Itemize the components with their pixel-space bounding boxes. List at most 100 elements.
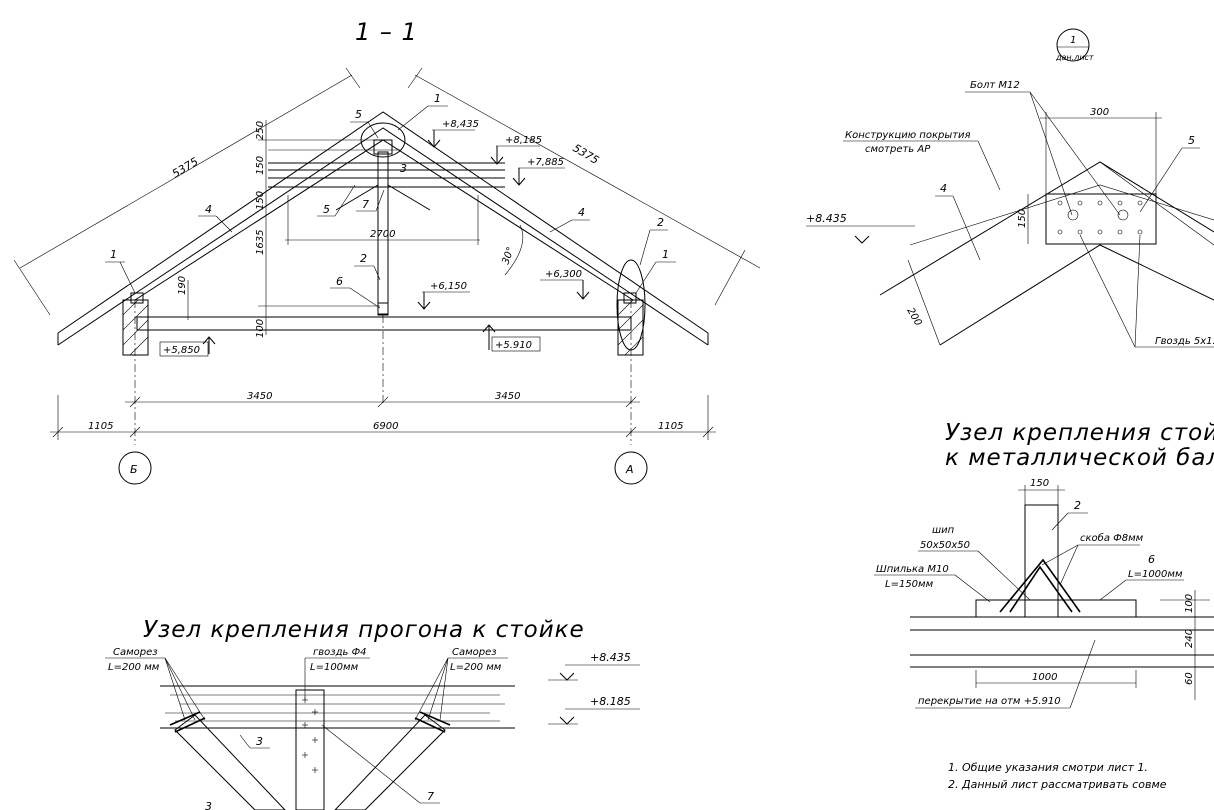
level-6150: +6,150: [417, 281, 470, 310]
svg-text:+8.185: +8.185: [590, 695, 631, 708]
dim-1635: 1635: [255, 230, 266, 255]
purlin-node: Узел крепления прогона к стойке Саморез: [105, 617, 640, 810]
dim-1105b: 1105: [658, 421, 683, 432]
nail-line1: гвоздь Ф4: [313, 647, 367, 658]
tenon-line1: шип: [932, 525, 955, 536]
dim-1105a: 1105: [88, 421, 113, 432]
bolt-label: Болт М12: [970, 80, 1020, 91]
section-title: 1 – 1: [355, 18, 418, 46]
dim-100: 100: [255, 319, 266, 338]
post-node-dim-240: 240: [1184, 629, 1195, 648]
post: [377, 151, 389, 315]
mark-7: 7: [362, 198, 369, 211]
ridge-nail-label: Гвоздь 5х1:: [1155, 336, 1214, 347]
level-5910: +5.910: [482, 324, 541, 352]
ridge-level: +8.435: [806, 212, 847, 225]
ridge-mark-5: 5: [1188, 134, 1195, 147]
stud-line1: Шпилька М10: [876, 564, 949, 575]
screw-right-line1: Саморез: [452, 647, 497, 658]
dim-6900: 6900: [373, 421, 398, 432]
note-1: 1. Общие указания смотри лист 1.: [948, 761, 1148, 774]
ridge-dim-150: 150: [1017, 209, 1028, 228]
svg-text:+5.910: +5.910: [495, 340, 532, 351]
roof-outer-line-top: [57, 111, 709, 334]
purlin-node-title: Узел крепления прогона к стойке: [143, 617, 585, 643]
mark-2-eave: 2: [657, 216, 664, 229]
roof-outer-line: [57, 127, 709, 346]
level-8185: +8,185: [490, 135, 542, 165]
nail-marks: [302, 697, 318, 773]
dim-rafter-left: 5375: [170, 155, 201, 181]
post-node-dim-100: 100: [1184, 594, 1195, 613]
axis-label-a: А: [625, 463, 634, 476]
dim-3450a: 3450: [247, 391, 272, 402]
purlin-mark-7: 7: [427, 790, 434, 803]
node-ref-sheet: дан.лист: [1055, 53, 1094, 62]
level-7885: +7,885: [512, 157, 565, 186]
roof-note-line1: Конструкцию покрытия: [845, 130, 971, 141]
level-6300: +6,300: [540, 269, 590, 300]
post-node-dim-1000: 1000: [1032, 672, 1057, 683]
post-node-title-1: Узел крепления стойки: [945, 420, 1214, 446]
section-1-1: 1 – 1 5375 5375: [13, 18, 761, 485]
post-node-sill: [975, 599, 1137, 618]
ridge-dim-200: 200: [904, 306, 923, 328]
svg-text:+8,185: +8,185: [505, 135, 542, 146]
node-ref-bubble: [1056, 28, 1090, 62]
axis-bubble-b: [118, 451, 152, 485]
tenon-line2: 50х50х50: [920, 540, 970, 551]
ridge-mark-4: 4: [940, 182, 947, 195]
rafter-dim-line-right: [414, 74, 761, 269]
post-node: Узел крепления стойки к металлической ба…: [874, 420, 1214, 709]
slab-label: перекрытие на отм +5.910: [918, 696, 1061, 707]
roof-angle: 30°: [500, 246, 516, 266]
roof-note-line2: смотреть АР: [865, 144, 931, 155]
mark-6: 6: [336, 275, 343, 288]
bracket-label: скоба Ф8мм: [1080, 532, 1144, 544]
svg-text:+5,850: +5,850: [163, 345, 200, 356]
brace-right: [334, 714, 446, 810]
ridge-plate: [1045, 193, 1157, 245]
dim-150b: 150: [255, 191, 266, 210]
purlin-node-post: [295, 689, 325, 810]
floor-beam: [136, 316, 632, 331]
post-node-mark-6: 6: [1148, 553, 1155, 566]
note-2: 2. Данный лист рассматривать совме: [948, 778, 1167, 791]
screw-right-line2: L=200 мм: [450, 662, 502, 673]
mark-1-ridge: 1: [434, 92, 441, 105]
post-node-dim-150: 150: [1030, 478, 1049, 489]
ridge-rafter-bottom: [939, 244, 1214, 346]
axis-label-b: Б: [130, 463, 138, 476]
mark-4-left: 4: [205, 203, 212, 216]
dim-250: 250: [255, 121, 266, 140]
mark-5-ridge: 5: [355, 108, 362, 121]
purlin-level-2: +8.185: [548, 695, 640, 725]
screw-left-line2: L=200 мм: [108, 662, 160, 673]
purlin-mark-3a: 3: [256, 735, 263, 748]
mark-5-brace: 5: [323, 203, 330, 216]
post-node-dim-60: 60: [1184, 672, 1195, 685]
rafter-dim-line-left: [19, 74, 353, 269]
ridge-node: 1 дан.лист Болт М12 Конструкцию покрытия…: [806, 28, 1214, 348]
ridge-rafter-top: [879, 161, 1214, 296]
general-notes: 1. Общие указания смотри лист 1. 2. Данн…: [948, 761, 1167, 791]
svg-text:+8.435: +8.435: [590, 651, 631, 664]
post-node-mark-2: 2: [1074, 499, 1081, 512]
wall-left: [122, 299, 149, 356]
svg-text:+7,885: +7,885: [527, 157, 564, 168]
post-node-length: L=1000мм: [1128, 569, 1183, 580]
mark-2-post: 2: [360, 252, 367, 265]
svg-text:+6,300: +6,300: [545, 269, 582, 280]
dim-rafter-right: 5375: [570, 141, 601, 167]
dim-190: 190: [177, 276, 188, 295]
mark-1-left: 1: [110, 248, 117, 261]
mark-3: 3: [400, 162, 407, 175]
dim-3450b: 3450: [495, 391, 520, 402]
stud-line2: L=150мм: [885, 579, 934, 590]
screw-left-line1: Саморез: [113, 647, 158, 658]
axis-bubble-a: [614, 451, 648, 485]
nail-line2: L=100мм: [310, 662, 359, 673]
svg-text:+6,150: +6,150: [430, 281, 467, 292]
purlin-level-1: +8.435: [548, 651, 640, 681]
